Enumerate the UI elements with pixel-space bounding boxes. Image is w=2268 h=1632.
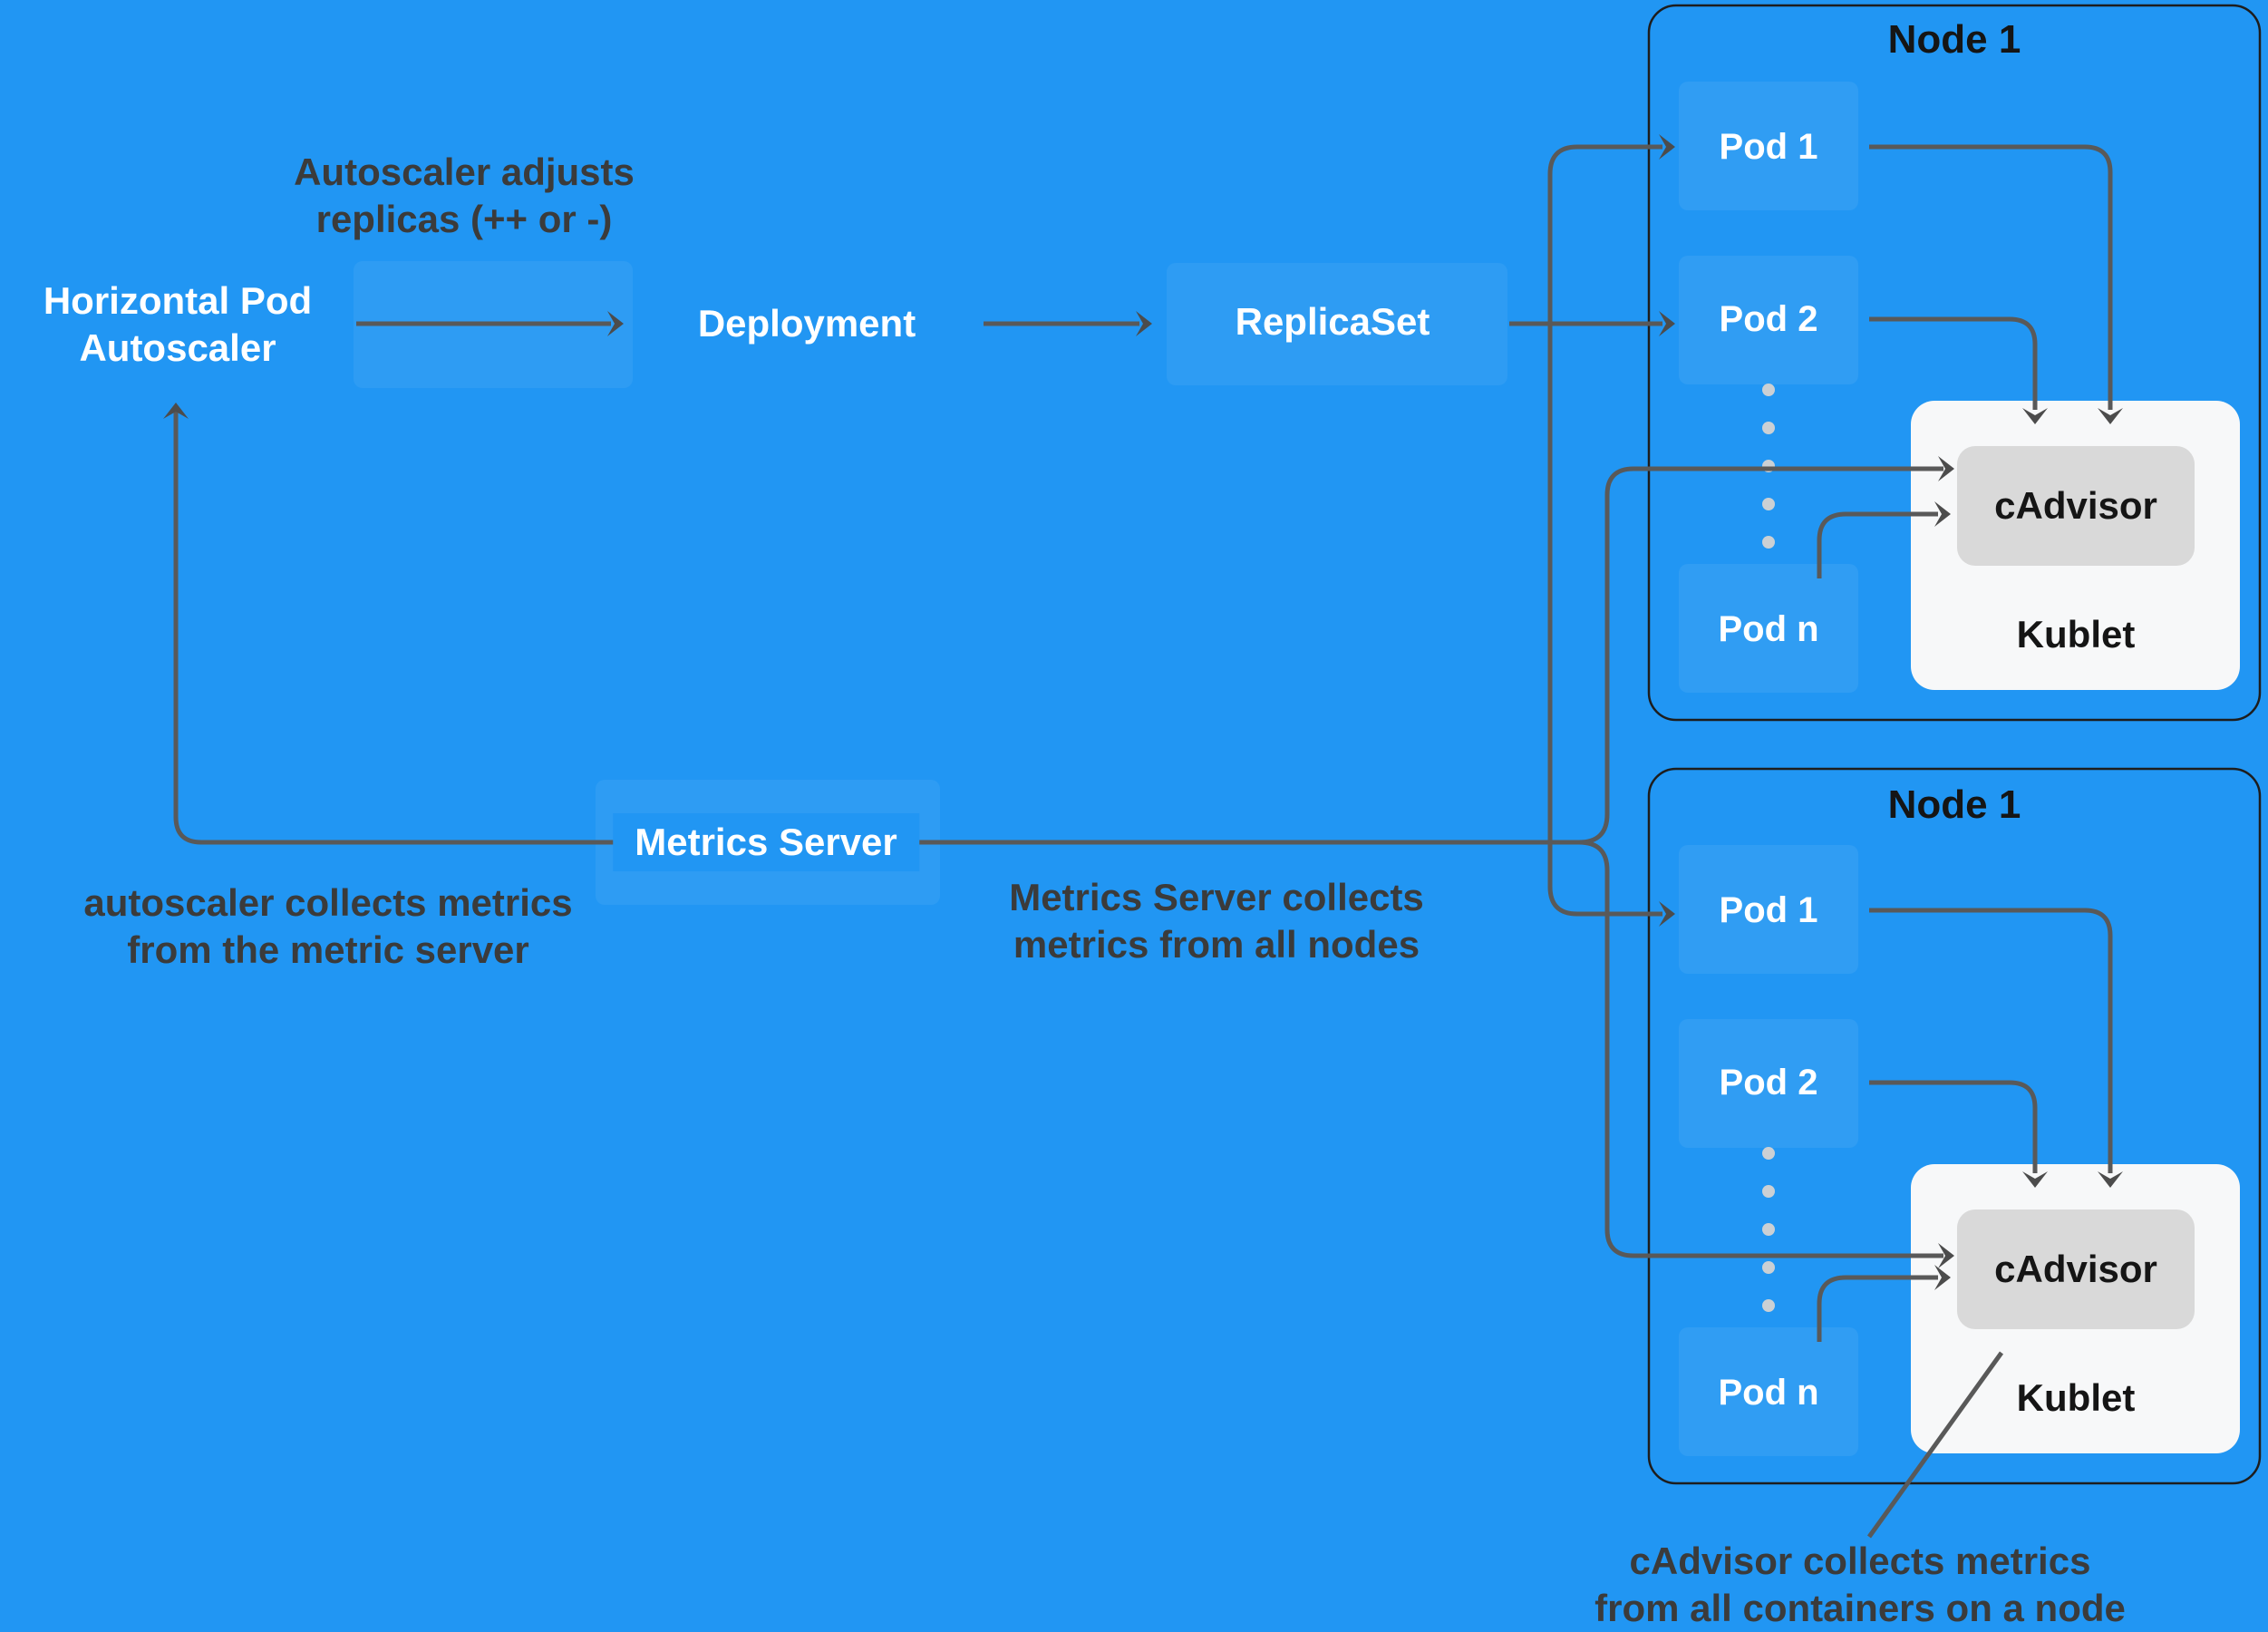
node-2-title: Node 1 [1887,782,2021,827]
node-1-cadvisor-box [1957,446,2195,566]
autoscaler-adjusts-caption-line1: Autoscaler adjusts [294,151,635,193]
node-1-ellipsis-dots [1762,384,1775,549]
hpa-feedback-arrowhead-icon [163,403,189,419]
node-2-pod2-to-cadvisor-wire [1869,1080,2038,1173]
replicaset-branch-to-node2-pod1-wire [1547,324,1662,917]
hpa-label-line2: Autoscaler [79,326,276,369]
node-2-pod1-arrowhead-icon [2098,1171,2123,1188]
autoscaler-collects-caption: autoscaler collects metrics from the met… [83,879,572,974]
hpa-to-deployment-arrowhead-icon [607,311,624,336]
hpa-label: Horizontal Pod Autoscaler [44,277,312,372]
panel-replicaset [1167,263,1507,385]
cadvisor-collects-caption: cAdvisor collects metrics from all conta… [1594,1538,2126,1632]
replicaset-branch-to-node1-pod1-wire [1547,144,1662,324]
metrics-server-to-hpa-wire [173,410,1583,845]
node-2-pod-2-label: Pod 2 [1719,1063,1818,1103]
autoscaler-collects-caption-line1: autoscaler collects metrics [83,881,573,924]
replicaset-label: ReplicaSet [1235,300,1430,343]
node-1-kublet-label: Kublet [2016,613,2136,656]
metrics-to-node2-cadvisor-wire [1578,840,1943,1258]
metrics-collects-caption-line2: metrics from all nodes [1013,923,1420,966]
node-2-podn-to-cadvisor-wire [1817,1275,1938,1342]
deployment-label: Deployment [697,302,916,345]
metrics-node2-arrowhead-icon [1938,1243,1954,1268]
node-2-pod2-arrowhead-icon [2022,1171,2048,1188]
node-2-pod-2-panel [1679,1019,1858,1148]
node-1-border [1647,4,2262,722]
node-2-pod-1-label: Pod 1 [1719,890,1818,930]
metrics-to-node1-cadvisor-wire [1578,466,1943,845]
replicaset-to-pod2-arrowhead-icon [1659,311,1675,336]
node-2-cadvisor-label: cAdvisor [1994,1248,2157,1290]
node-1-pod2-arrowhead-icon [2022,408,2048,424]
node-1-pod2-to-cadvisor-wire [1869,316,2038,410]
node-1-pod-1-panel [1679,82,1858,210]
node-1-podn-to-cadvisor-wire [1817,511,1938,578]
cadvisor-collects-caption-line2: from all containers on a node [1594,1587,2126,1629]
node-1-cadvisor-label: cAdvisor [1994,484,2157,527]
node-2-group [1647,767,2262,1485]
node-1-pod-n-panel [1679,564,1858,693]
node1-pod1-arrowhead-icon [1659,134,1675,160]
node-2-border [1647,767,2262,1485]
node-2-kublet-label: Kublet [2016,1376,2136,1419]
node-1-pod-n-label: Pod n [1718,609,1819,649]
node-2-ellipsis-dots [1762,1147,1775,1312]
deployment-to-replicaset-arrowhead-icon [1136,311,1152,336]
metrics-collects-caption: Metrics Server collects metrics from all… [1009,874,1424,968]
metrics-collects-caption-line1: Metrics Server collects [1009,876,1424,918]
node-1-pod1-to-cadvisor-wire [1869,144,2113,410]
node2-pod1-arrowhead-icon [1659,901,1675,927]
node-2-pod-n-label: Pod n [1718,1373,1819,1413]
node-2-pod-1-panel [1679,845,1858,974]
node-1-pod-2-label: Pod 2 [1719,299,1818,339]
metrics-node1-arrowhead-icon [1938,456,1954,481]
cadvisor-collects-caption-line1: cAdvisor collects metrics [1629,1540,2091,1582]
autoscaler-adjusts-caption: Autoscaler adjusts replicas (++ or -) [294,149,635,243]
autoscaler-collects-caption-line2: from the metric server [127,928,529,971]
node-1-pod-2-panel [1679,256,1858,384]
node-2-pod1-to-cadvisor-wire [1869,908,2113,1173]
node-1-pod1-arrowhead-icon [2098,408,2123,424]
node-1-pod-1-label: Pod 1 [1719,127,1818,167]
hpa-label-line1: Horizontal Pod [43,279,313,322]
node-2-podn-arrowhead-icon [1934,1265,1951,1290]
node-2-pod-n-panel [1679,1327,1858,1456]
autoscaler-adjusts-caption-line2: replicas (++ or -) [315,198,613,240]
node-1-podn-arrowhead-icon [1934,501,1951,527]
cadvisor-caption-pointer-line [1866,1351,2004,1539]
node-2-cadvisor-box [1957,1209,2195,1329]
node-1-group [1647,4,2262,722]
metrics-server-label: Metrics Server [613,813,919,871]
node-1-title: Node 1 [1887,17,2021,62]
